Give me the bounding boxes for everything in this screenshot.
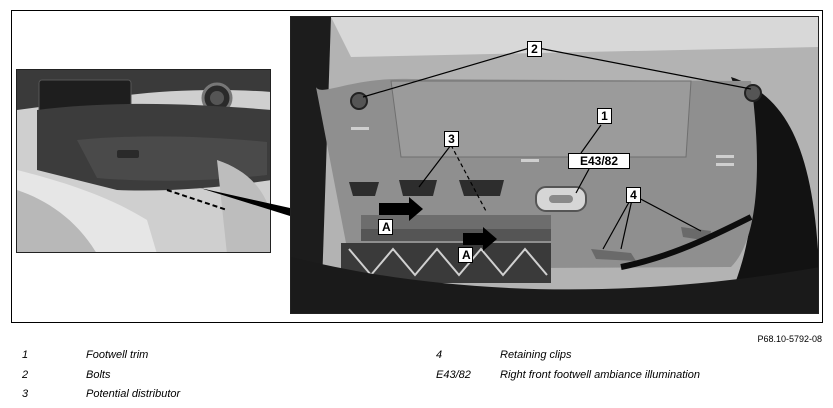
dashboard-drawing xyxy=(17,70,270,252)
callout-illumination: E43/82 xyxy=(568,153,630,169)
legend-key-4: 4 xyxy=(436,349,443,361)
overview-illustration xyxy=(16,69,271,253)
detail-illustration xyxy=(290,16,819,314)
legend-label-5: Right front footwell ambiance illuminati… xyxy=(500,369,700,381)
footwell-trim-drawing xyxy=(291,17,818,313)
legend-key-2: 2 xyxy=(22,369,29,381)
legend-key-5: E43/82 xyxy=(436,369,471,381)
figure-reference: P68.10-5792-08 xyxy=(757,334,822,344)
zoom-pointer xyxy=(200,188,290,216)
legend-label-1: Footwell trim xyxy=(86,349,149,361)
callout-footwell-trim: 1 xyxy=(597,108,612,124)
callout-retaining-clips: 4 xyxy=(626,187,641,203)
legend-key-3: 3 xyxy=(22,388,29,400)
legend-label-4: Retaining clips xyxy=(500,349,572,361)
legend-label-3: Potential distributor xyxy=(86,388,181,400)
legend-key-1: 1 xyxy=(22,349,29,361)
callout-arrow-a-upper: A xyxy=(378,219,393,235)
legend-label-2: Bolts xyxy=(86,369,111,381)
callout-arrow-a-lower: A xyxy=(458,247,473,263)
callout-potential-distributor: 3 xyxy=(444,131,459,147)
callout-bolts: 2 xyxy=(527,41,542,57)
